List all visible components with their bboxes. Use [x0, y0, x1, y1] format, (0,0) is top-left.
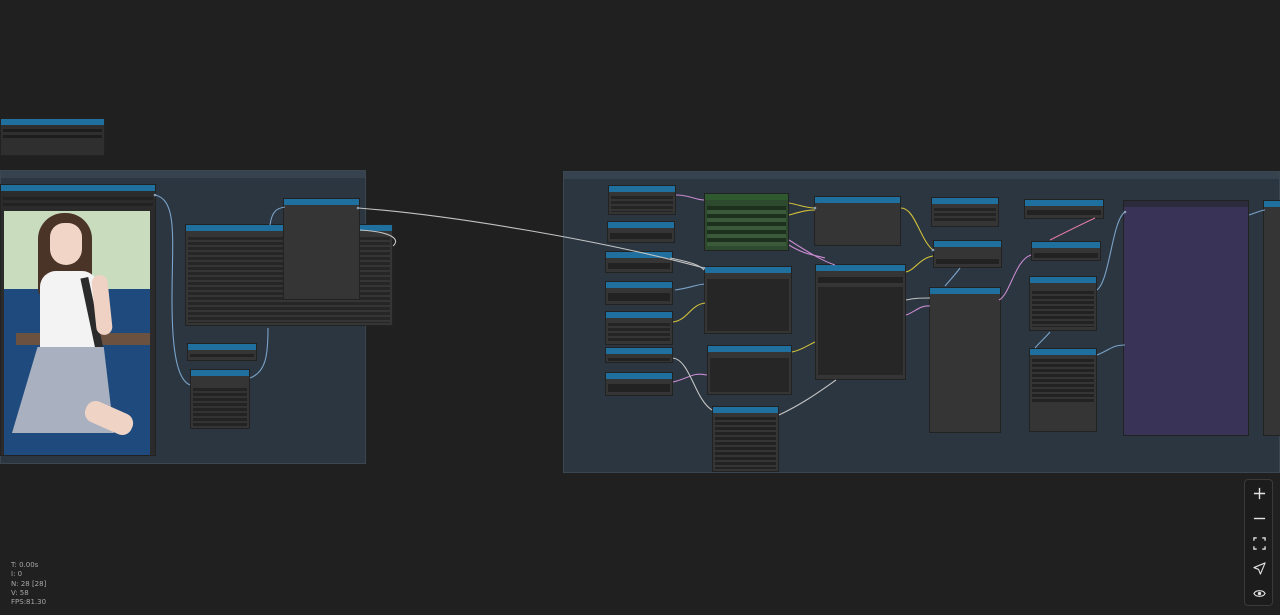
node-widget-list[interactable]: [715, 417, 776, 469]
node-header[interactable]: [1032, 242, 1100, 248]
input-node-5[interactable]: [605, 311, 673, 345]
preview-node[interactable]: [283, 198, 360, 300]
node-widget[interactable]: [707, 279, 789, 331]
node-widget[interactable]: [610, 233, 672, 239]
node-header[interactable]: [191, 370, 249, 376]
decode-node[interactable]: [933, 240, 1002, 268]
node-header[interactable]: [608, 222, 674, 228]
node-header[interactable]: [609, 186, 675, 192]
node-header[interactable]: [1, 185, 155, 191]
node-widget[interactable]: [818, 287, 903, 375]
node-header[interactable]: [934, 241, 1001, 247]
upscale-node[interactable]: [929, 287, 1001, 433]
node-widget[interactable]: [710, 358, 789, 392]
input-node-6[interactable]: [605, 347, 673, 363]
node-widget[interactable]: [3, 203, 153, 206]
node-header[interactable]: [713, 407, 778, 413]
input-node-7[interactable]: [605, 372, 673, 396]
node-widget-list[interactable]: [193, 388, 247, 426]
stat-vertices: V: 58: [11, 588, 29, 597]
canvas-controls: [1244, 479, 1273, 606]
stat-time: T: 0.00s: [11, 561, 39, 569]
lora-stack-node[interactable]: [704, 193, 789, 251]
node-widget[interactable]: [608, 384, 670, 392]
zoom-out-button[interactable]: [1249, 508, 1269, 528]
node-header[interactable]: [606, 312, 672, 318]
node-header[interactable]: [1030, 349, 1096, 355]
node-header[interactable]: [606, 373, 672, 379]
encoder-node[interactable]: [704, 266, 792, 334]
node-header[interactable]: [1030, 277, 1096, 283]
node-header[interactable]: [705, 194, 788, 200]
node-header[interactable]: [1124, 201, 1248, 207]
model-node[interactable]: [814, 196, 901, 246]
input-node-4[interactable]: [605, 281, 673, 305]
node-widget[interactable]: [936, 259, 999, 264]
node-widget[interactable]: [3, 197, 153, 200]
node-widget[interactable]: [3, 129, 102, 132]
fullscreen-icon: [1252, 536, 1266, 550]
node-header[interactable]: [606, 282, 672, 288]
minus-icon: [1253, 517, 1265, 519]
node-widget[interactable]: [1027, 210, 1101, 215]
node-widget[interactable]: [1034, 253, 1098, 258]
node-header[interactable]: [1264, 201, 1280, 207]
eye-icon: [1252, 589, 1266, 597]
node-widget[interactable]: [3, 135, 102, 138]
send-icon: [1252, 561, 1266, 575]
node-header[interactable]: [606, 252, 672, 258]
node-header[interactable]: [705, 267, 791, 273]
node-widget[interactable]: [934, 208, 996, 222]
node-header[interactable]: [930, 288, 1000, 294]
detail-node-a[interactable]: [1029, 276, 1097, 331]
node-widget[interactable]: [611, 196, 673, 212]
node-widget[interactable]: [608, 263, 670, 269]
node-widget-list[interactable]: [1032, 291, 1094, 327]
image-preview-node[interactable]: [1123, 200, 1249, 436]
sampler-node[interactable]: [815, 264, 906, 380]
stat-iterations: I: 0: [11, 570, 23, 579]
node-widget-list[interactable]: [1032, 359, 1094, 403]
node-header[interactable]: [188, 344, 256, 350]
zoom-in-button[interactable]: [1249, 483, 1269, 503]
plus-icon: [1253, 487, 1265, 499]
edge-node[interactable]: [1263, 200, 1280, 436]
group-title-bar[interactable]: [564, 172, 1279, 179]
vae-node[interactable]: [931, 197, 999, 227]
detail-node-b[interactable]: [1029, 348, 1097, 432]
node-header[interactable]: [284, 199, 359, 205]
save-node-b[interactable]: [1031, 241, 1101, 261]
stat-fps: FPS:81.30: [11, 598, 47, 607]
locate-button[interactable]: [1249, 558, 1269, 578]
small-node-b[interactable]: [190, 369, 250, 429]
small-node-a[interactable]: [187, 343, 257, 361]
input-node-3[interactable]: [605, 251, 673, 273]
node-header[interactable]: [816, 265, 905, 271]
conditioning-node[interactable]: [707, 345, 792, 395]
node-header[interactable]: [1, 119, 104, 125]
input-node-1[interactable]: [608, 185, 676, 215]
node-header[interactable]: [606, 348, 672, 354]
node-widget[interactable]: [190, 354, 254, 357]
node-header[interactable]: [815, 197, 900, 203]
preview-image: [4, 211, 150, 455]
node-header[interactable]: [708, 346, 791, 352]
input-node-2[interactable]: [607, 221, 675, 243]
node-widget[interactable]: [608, 323, 670, 341]
performance-stats: T: 0.00s I: 0 N: 28 [28] V: 58 FPS:81.30: [11, 561, 46, 607]
node-widget[interactable]: [608, 293, 670, 301]
prompt-node[interactable]: [712, 406, 779, 472]
save-node-a[interactable]: [1024, 199, 1104, 219]
node-widget[interactable]: [608, 358, 670, 361]
node-widget[interactable]: [818, 277, 903, 283]
node-header[interactable]: [932, 198, 998, 204]
standalone-node[interactable]: [0, 118, 105, 156]
group-title-bar[interactable]: [1, 171, 365, 178]
stat-nodes: N: 28 [28]: [11, 579, 47, 588]
toggle-visibility-button[interactable]: [1249, 583, 1269, 603]
node-widget-list[interactable]: [707, 206, 786, 246]
node-header[interactable]: [1025, 200, 1103, 206]
fit-view-button[interactable]: [1249, 533, 1269, 553]
